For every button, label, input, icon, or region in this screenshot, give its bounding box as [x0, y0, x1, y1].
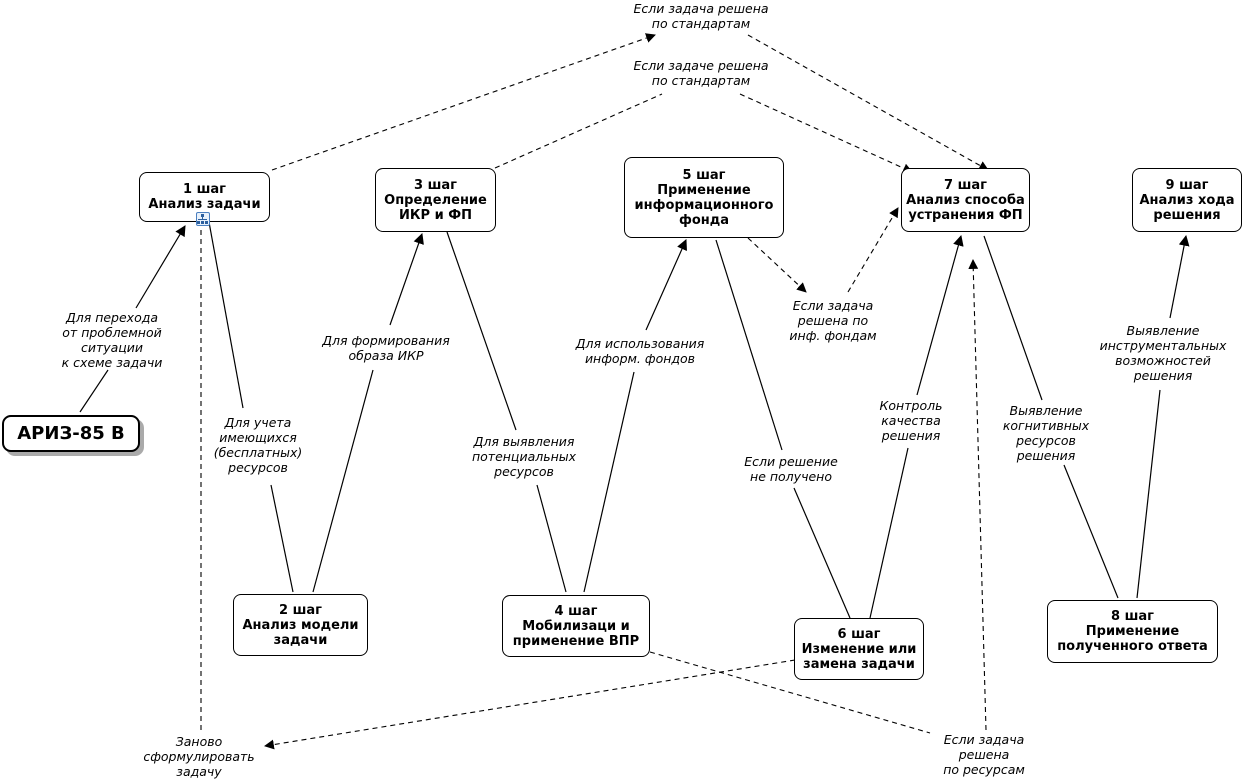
edge-label-s1-s2: Для учета имеющихся (бесплатных) ресурсо… [213, 415, 303, 475]
dashed-s6-label-reformulate [264, 659, 796, 750]
dashed-label-s4-s7: Если задача решена по ресурсам [943, 732, 1025, 777]
dashed-s3-label-second [494, 93, 663, 169]
step-label: 1 шаг Анализ задачи [148, 182, 261, 212]
dashed-label-resources-s7 [968, 259, 987, 731]
edge-label-s5-s6: Если решение не получено [744, 454, 838, 484]
connector-root-s1-arrow [135, 225, 186, 309]
root-node-ariz[interactable]: АРИЗ-85 В [2, 415, 140, 452]
edge-label-s8-s9: Выявление инструментальных возможностей … [1099, 323, 1227, 383]
step-label: 2 шаг Анализ модели задачи [242, 602, 359, 648]
step-node-3[interactable]: 3 шаг Определение ИКР и ФП [375, 168, 496, 232]
connector-s7-s8-top [983, 235, 1043, 401]
step-node-5[interactable]: 5 шаг Применение информационного фонда [624, 157, 784, 238]
connector-root-s1 [79, 369, 109, 413]
step-label: 8 шаг Применение полученного ответа [1057, 609, 1208, 654]
step-node-7[interactable]: 7 шаг Анализ способа устранения ФП [901, 168, 1030, 232]
edge-label-s2-s3: Для формирования образа ИКР [322, 333, 450, 363]
connector-s8-s9-bottom [1136, 389, 1161, 599]
connector-s1-s2-bottom [270, 484, 294, 593]
connector-s3-s4-bottom [536, 484, 567, 593]
step-label: 5 шаг Применение информационного фонда [634, 167, 774, 228]
connector-s2-s3-bottom [312, 369, 374, 593]
connector-s5-s6-top [715, 239, 783, 451]
connector-s1-s2-top [208, 221, 244, 409]
connector-s7-s8-bottom [1063, 464, 1119, 599]
step-node-4[interactable]: 4 шаг Мобилизаци и применение ВПР [502, 595, 650, 657]
edge-label-s7-s8: Выявление когнитивных ресурсов решения [1002, 403, 1090, 463]
step-node-6[interactable]: 6 шаг Изменение или замена задачи [794, 618, 924, 680]
dashed-label-s1-s7: Если задача решена по стандартам [633, 1, 769, 31]
dashed-label-s6-s1: Заново сформулировать задачу [143, 734, 255, 779]
step-label: 3 шаг Определение ИКР и ФП [384, 177, 487, 223]
step-label: 9 шаг Анализ хода решения [1139, 177, 1235, 223]
dashed-label-second-s7 [739, 93, 913, 173]
dashed-label-s5-s7: Если задача решена по инф. фондам [789, 298, 877, 343]
connector-s4-s5-arrow [645, 239, 687, 331]
connector-s4-s5-bottom [583, 371, 635, 593]
step-label: 7 шаг Анализ способа устранения ФП [906, 177, 1025, 223]
dashed-s5-label-fonds [747, 237, 807, 293]
mind-map-icon[interactable] [196, 212, 210, 226]
dashed-label-top-s7 [747, 34, 989, 171]
dashed-s4-label-resources [649, 651, 931, 734]
edge-label-s3-s4: Для выявления потенциальных ресурсов [471, 434, 577, 479]
connector-s5-s6-bottom [793, 487, 851, 619]
connector-s2-s3-arrow [389, 232, 424, 326]
step-node-9[interactable]: 9 шаг Анализ хода решения [1132, 168, 1242, 232]
dashed-label-fonds-s7 [847, 207, 899, 293]
dashed-label-s3-s7: Если задаче решена по стандартам [633, 58, 769, 88]
connector-s6-s7-bottom [869, 447, 909, 619]
dashed-s1-label-top [271, 33, 656, 171]
step-node-2[interactable]: 2 шаг Анализ модели задачи [233, 594, 368, 656]
connector-s3-s4-top [446, 231, 517, 431]
connector-s8-s9-arrow [1169, 234, 1190, 319]
root-node-label: АРИЗ-85 В [17, 423, 125, 444]
step-node-8[interactable]: 8 шаг Применение полученного ответа [1047, 600, 1218, 663]
connector-s6-s7-arrow [916, 234, 964, 396]
step-label: 4 шаг Мобилизаци и применение ВПР [512, 603, 640, 649]
step-label: 6 шаг Изменение или замена задачи [801, 626, 917, 672]
edge-label-s4-s5: Для использования информ. фондов [575, 336, 705, 366]
edge-label-root-s1: Для перехода от проблемной ситуации к сх… [61, 310, 163, 370]
edge-label-s6-s7: Контроль качества решения [879, 398, 943, 443]
